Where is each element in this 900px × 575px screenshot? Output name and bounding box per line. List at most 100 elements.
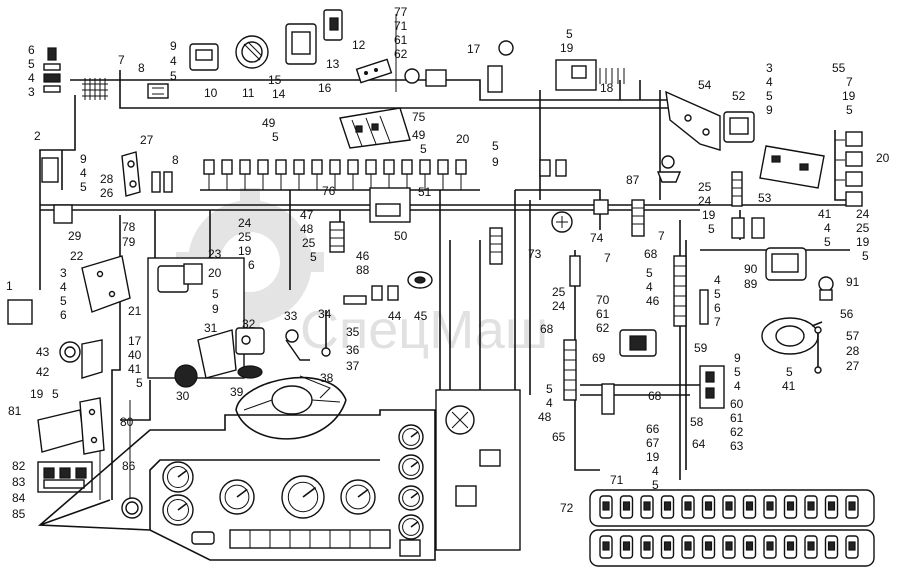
dash-gauge-left-bottom-icon xyxy=(162,494,194,526)
callout-44: 44 xyxy=(388,309,402,323)
callout-3: 3 xyxy=(766,61,773,75)
callout-5: 5 xyxy=(708,222,715,236)
connector-28-26 xyxy=(41,151,173,224)
callout-36: 36 xyxy=(346,343,360,357)
callout-71: 71 xyxy=(394,19,408,33)
callout-41: 41 xyxy=(818,207,832,221)
callout-9: 9 xyxy=(734,351,741,365)
callout-4: 4 xyxy=(652,464,659,478)
callout-6: 6 xyxy=(60,308,67,322)
callout-79: 79 xyxy=(122,235,136,249)
fuse-element xyxy=(848,501,856,511)
fuse-element xyxy=(766,501,774,511)
callout-75: 75 xyxy=(412,110,426,124)
callout-5: 5 xyxy=(824,235,831,249)
dash-gauge-right-1-icon xyxy=(398,424,424,450)
callout-69: 69 xyxy=(592,351,606,365)
callout-61: 61 xyxy=(596,307,610,321)
callout-5: 5 xyxy=(652,478,659,492)
callout-17: 17 xyxy=(467,42,481,56)
callout-27: 27 xyxy=(140,133,154,147)
callout-82: 82 xyxy=(12,459,26,473)
callout-5: 5 xyxy=(52,387,59,401)
callout-74: 74 xyxy=(590,231,604,245)
callout-48: 48 xyxy=(300,222,314,236)
fuse-element xyxy=(745,541,754,551)
callout-4: 4 xyxy=(28,71,35,85)
callout-4: 4 xyxy=(80,166,87,180)
callout-80: 80 xyxy=(120,415,134,429)
callout-37: 37 xyxy=(346,359,360,373)
callout-91: 91 xyxy=(846,275,860,289)
component-75 xyxy=(339,107,411,149)
callout-20: 20 xyxy=(876,151,890,165)
callout-5: 5 xyxy=(862,249,869,263)
callout-6: 6 xyxy=(28,43,35,57)
dash-gauge-speedometer-icon xyxy=(281,475,325,519)
callout-61: 61 xyxy=(394,33,408,47)
fuse-element xyxy=(602,541,610,551)
callout-23: 23 xyxy=(208,247,222,261)
callout-59: 59 xyxy=(694,341,708,355)
fuse-element xyxy=(622,541,631,551)
component-20-21-22 xyxy=(7,255,265,388)
fuse-element xyxy=(827,541,836,551)
callout-7: 7 xyxy=(118,53,125,67)
callout-22: 22 xyxy=(70,249,84,263)
dash-gauge-right-2-icon xyxy=(398,454,424,480)
callout-5: 5 xyxy=(646,266,653,280)
callout-5: 5 xyxy=(212,287,219,301)
callout-5: 5 xyxy=(272,130,279,144)
callout-19: 19 xyxy=(238,244,252,258)
dash-gauge-tachometer-icon xyxy=(340,479,376,515)
callout-64: 64 xyxy=(692,437,706,451)
callout-7: 7 xyxy=(604,251,611,265)
callout-24: 24 xyxy=(238,216,252,230)
callout-5: 5 xyxy=(420,142,427,156)
callout-5: 5 xyxy=(28,57,35,71)
callout-19: 19 xyxy=(646,450,660,464)
callout-24: 24 xyxy=(698,194,712,208)
callout-24: 24 xyxy=(552,299,566,313)
callout-50: 50 xyxy=(394,229,408,243)
callout-12: 12 xyxy=(352,38,366,52)
callout-5: 5 xyxy=(60,294,67,308)
callout-4: 4 xyxy=(766,75,773,89)
callout-5: 5 xyxy=(766,89,773,103)
callout-5: 5 xyxy=(734,365,741,379)
dash-gauge-clock-icon xyxy=(219,479,255,515)
callout-5: 5 xyxy=(714,287,721,301)
callout-4: 4 xyxy=(170,54,177,68)
fuse-element xyxy=(704,541,713,551)
callout-17: 17 xyxy=(128,334,142,348)
component-42-43-80-81-82 xyxy=(37,339,105,493)
fuse-element xyxy=(643,541,651,551)
steering-wheel-icon xyxy=(235,376,347,440)
callout-62: 62 xyxy=(730,425,744,439)
fuse-element xyxy=(786,541,795,551)
callout-21: 21 xyxy=(128,304,142,318)
callout-9: 9 xyxy=(766,103,773,117)
watermark-text: СпецМаш xyxy=(300,300,548,360)
callout-5: 5 xyxy=(310,250,317,264)
callout-51: 51 xyxy=(418,185,432,199)
callout-10: 10 xyxy=(204,86,218,100)
callout-4: 4 xyxy=(734,379,741,393)
callout-41: 41 xyxy=(782,379,796,393)
connector-cluster-top-left xyxy=(43,47,108,100)
callout-53: 53 xyxy=(758,191,772,205)
callout-5: 5 xyxy=(546,382,553,396)
callout-19: 19 xyxy=(30,387,44,401)
callout-4: 4 xyxy=(60,280,67,294)
callout-60: 60 xyxy=(730,397,744,411)
callout-5: 5 xyxy=(786,365,793,379)
callout-9: 9 xyxy=(170,39,177,53)
fuse-element xyxy=(643,501,651,511)
callout-5: 5 xyxy=(170,69,177,83)
fuse-element xyxy=(602,501,610,511)
callout-8: 8 xyxy=(172,153,179,167)
callout-25: 25 xyxy=(698,180,712,194)
connector-stacks xyxy=(489,159,765,415)
callout-73: 73 xyxy=(528,247,542,261)
